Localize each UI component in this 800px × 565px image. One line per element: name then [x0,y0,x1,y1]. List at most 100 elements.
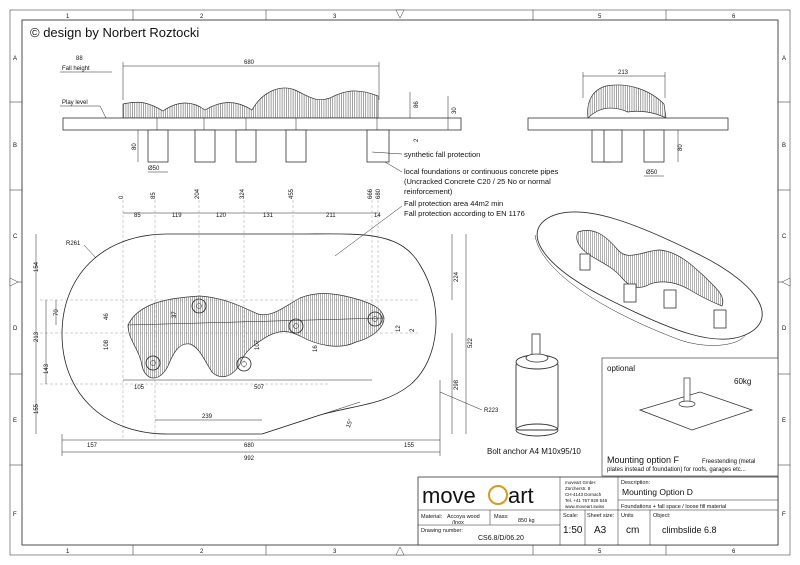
bolt-anchor-illustration: Bolt anchor A4 M10x95/10 [487,333,581,456]
row-label-right-a: A [782,56,786,62]
side-pier-dia: Ø50 [646,170,658,176]
object-value: climbslide 6.8 [662,525,717,535]
units-value: cm [626,525,639,536]
play-level-label: Play level [62,100,88,106]
side-pier-3 [643,129,665,163]
col-label-1: 1 [66,14,70,20]
sheet-frame: 1 2 3 5 6 1 2 3 5 6 A B C D E F A B C D … [9,9,791,556]
sheet-size-value: A3 [594,525,607,536]
left-dim-154: 154 [34,261,40,272]
mounting-option-title: Mounting option F [607,455,680,465]
desc-label: Description: [621,480,651,486]
col-label-bottom-2: 2 [200,549,204,555]
slide-profile-front [122,87,379,119]
company-line-3: CH-4143 Dornach [565,492,602,497]
inner-dim-108: 108 [104,339,110,350]
row-label-d: D [13,326,18,332]
inner-dim-107: 107 [255,339,261,350]
scale-value: 1:50 [563,525,583,536]
optional-title: optional [607,364,635,373]
side-elevation: 213 80 Ø50 [527,70,729,177]
row-label-right-b: B [782,143,786,149]
row-label-right-f: F [782,512,786,518]
overall-width-dim: 680 [244,60,255,66]
desc-value: Mounting Option D [622,487,693,497]
side-width-dim: 213 [618,70,629,76]
row-label-right-d: D [782,326,787,332]
pier-2 [194,129,216,163]
note-synthetic: synthetic fall protection [404,150,480,159]
anchor-points [145,298,383,372]
bottom-dim-155: 155 [404,443,415,449]
row-label-a: A [13,56,17,62]
right-dim-224: 224 [454,271,460,282]
bottom-dim-680: 680 [244,443,255,449]
seg-85: 85 [134,213,141,219]
bottom-dim-157: 157 [87,443,98,449]
side-pier-depth: 80 [678,144,684,151]
mass-label: Mass: [494,514,509,520]
note-area-2: Fall protection according to EN 1176 [404,209,525,218]
col-label-6: 6 [732,14,736,20]
material-label: Material: [421,514,443,520]
material-value-1: Accoya wood [447,514,480,520]
row-label-b: B [13,143,17,149]
dim-2: 2 [414,138,420,142]
drawing-number-label: Drawing number: [421,528,463,534]
company-line-4: Tel. +41 767 929 546 [565,498,608,503]
tick-455: 455 [289,188,295,199]
pier-4 [285,129,307,163]
optional-weight: 60kg [734,377,751,386]
left-dim-155: 155 [34,403,40,414]
right-small-2: 2 [410,328,416,332]
material-value-2: /Inox [452,520,464,526]
seg-211: 211 [326,213,336,219]
bottom-dim-992: 992 [244,456,255,462]
col-label-5: 5 [598,14,602,20]
company-line-1: moveart GmbH [565,480,596,485]
right-dim-298: 298 [454,379,460,390]
tick-666: 666 [368,188,374,199]
dim-239: 239 [202,414,213,420]
optional-box: optional 60kg Mounting option F Freesten… [601,357,779,477]
bolt-anchor-label: Bolt anchor A4 M10x95/10 [487,447,581,456]
note-area-1: Fall protection area 44m2 min [404,199,503,208]
pier-1 [147,129,169,163]
col-label-bottom-5: 5 [598,549,602,555]
dim-105: 105 [134,385,145,391]
left-dim-213: 213 [34,331,40,342]
pier-3 [235,129,257,163]
slide-height-dim: 86 [414,101,420,108]
row-label-c: C [13,234,18,240]
row-label-right-e: E [782,418,786,424]
ground-slab-side [527,117,729,131]
plan-view: 0 85 204 324 455 666 680 85 119 120 131 … [34,188,499,462]
seg-120: 120 [216,213,227,219]
tick-680: 680 [376,188,382,199]
object-label: Object: [653,513,671,519]
radius-left: R261 [66,241,81,247]
isometric-view [534,211,763,346]
dim-507: 507 [254,385,265,391]
copyright-text: © design by Norbert Roztocki [30,25,199,40]
angle-dim: 15° [346,418,355,429]
col-label-2: 2 [200,14,204,20]
desc-sub: Foundations + fall space / loose fill ma… [621,504,726,510]
col-label-bottom-6: 6 [732,549,736,555]
drawing-number-value: CS6.8/D/06.20 [478,535,524,542]
right-dim-522: 522 [468,337,474,348]
title-block: move art moveart GmbH Zürcherstr. 8 CH-4… [417,476,779,546]
logo-move: move [422,483,476,508]
units-label: Units [621,513,634,519]
seg-131: 131 [263,213,274,219]
note-foundation-2: (Uncracked Concrete C20 / 25 No or norma… [404,177,551,186]
company-line-5: www.moveart.swiss [565,504,605,509]
row-label-f: F [13,512,17,518]
left-dim-70: 70 [54,309,60,316]
tick-324: 324 [240,188,246,199]
row-label-e: E [13,418,17,424]
fall-height-label: Fall height [62,66,90,72]
pier-dia-dim: Ø50 [148,166,160,172]
scale-label: Scale: [563,513,579,519]
